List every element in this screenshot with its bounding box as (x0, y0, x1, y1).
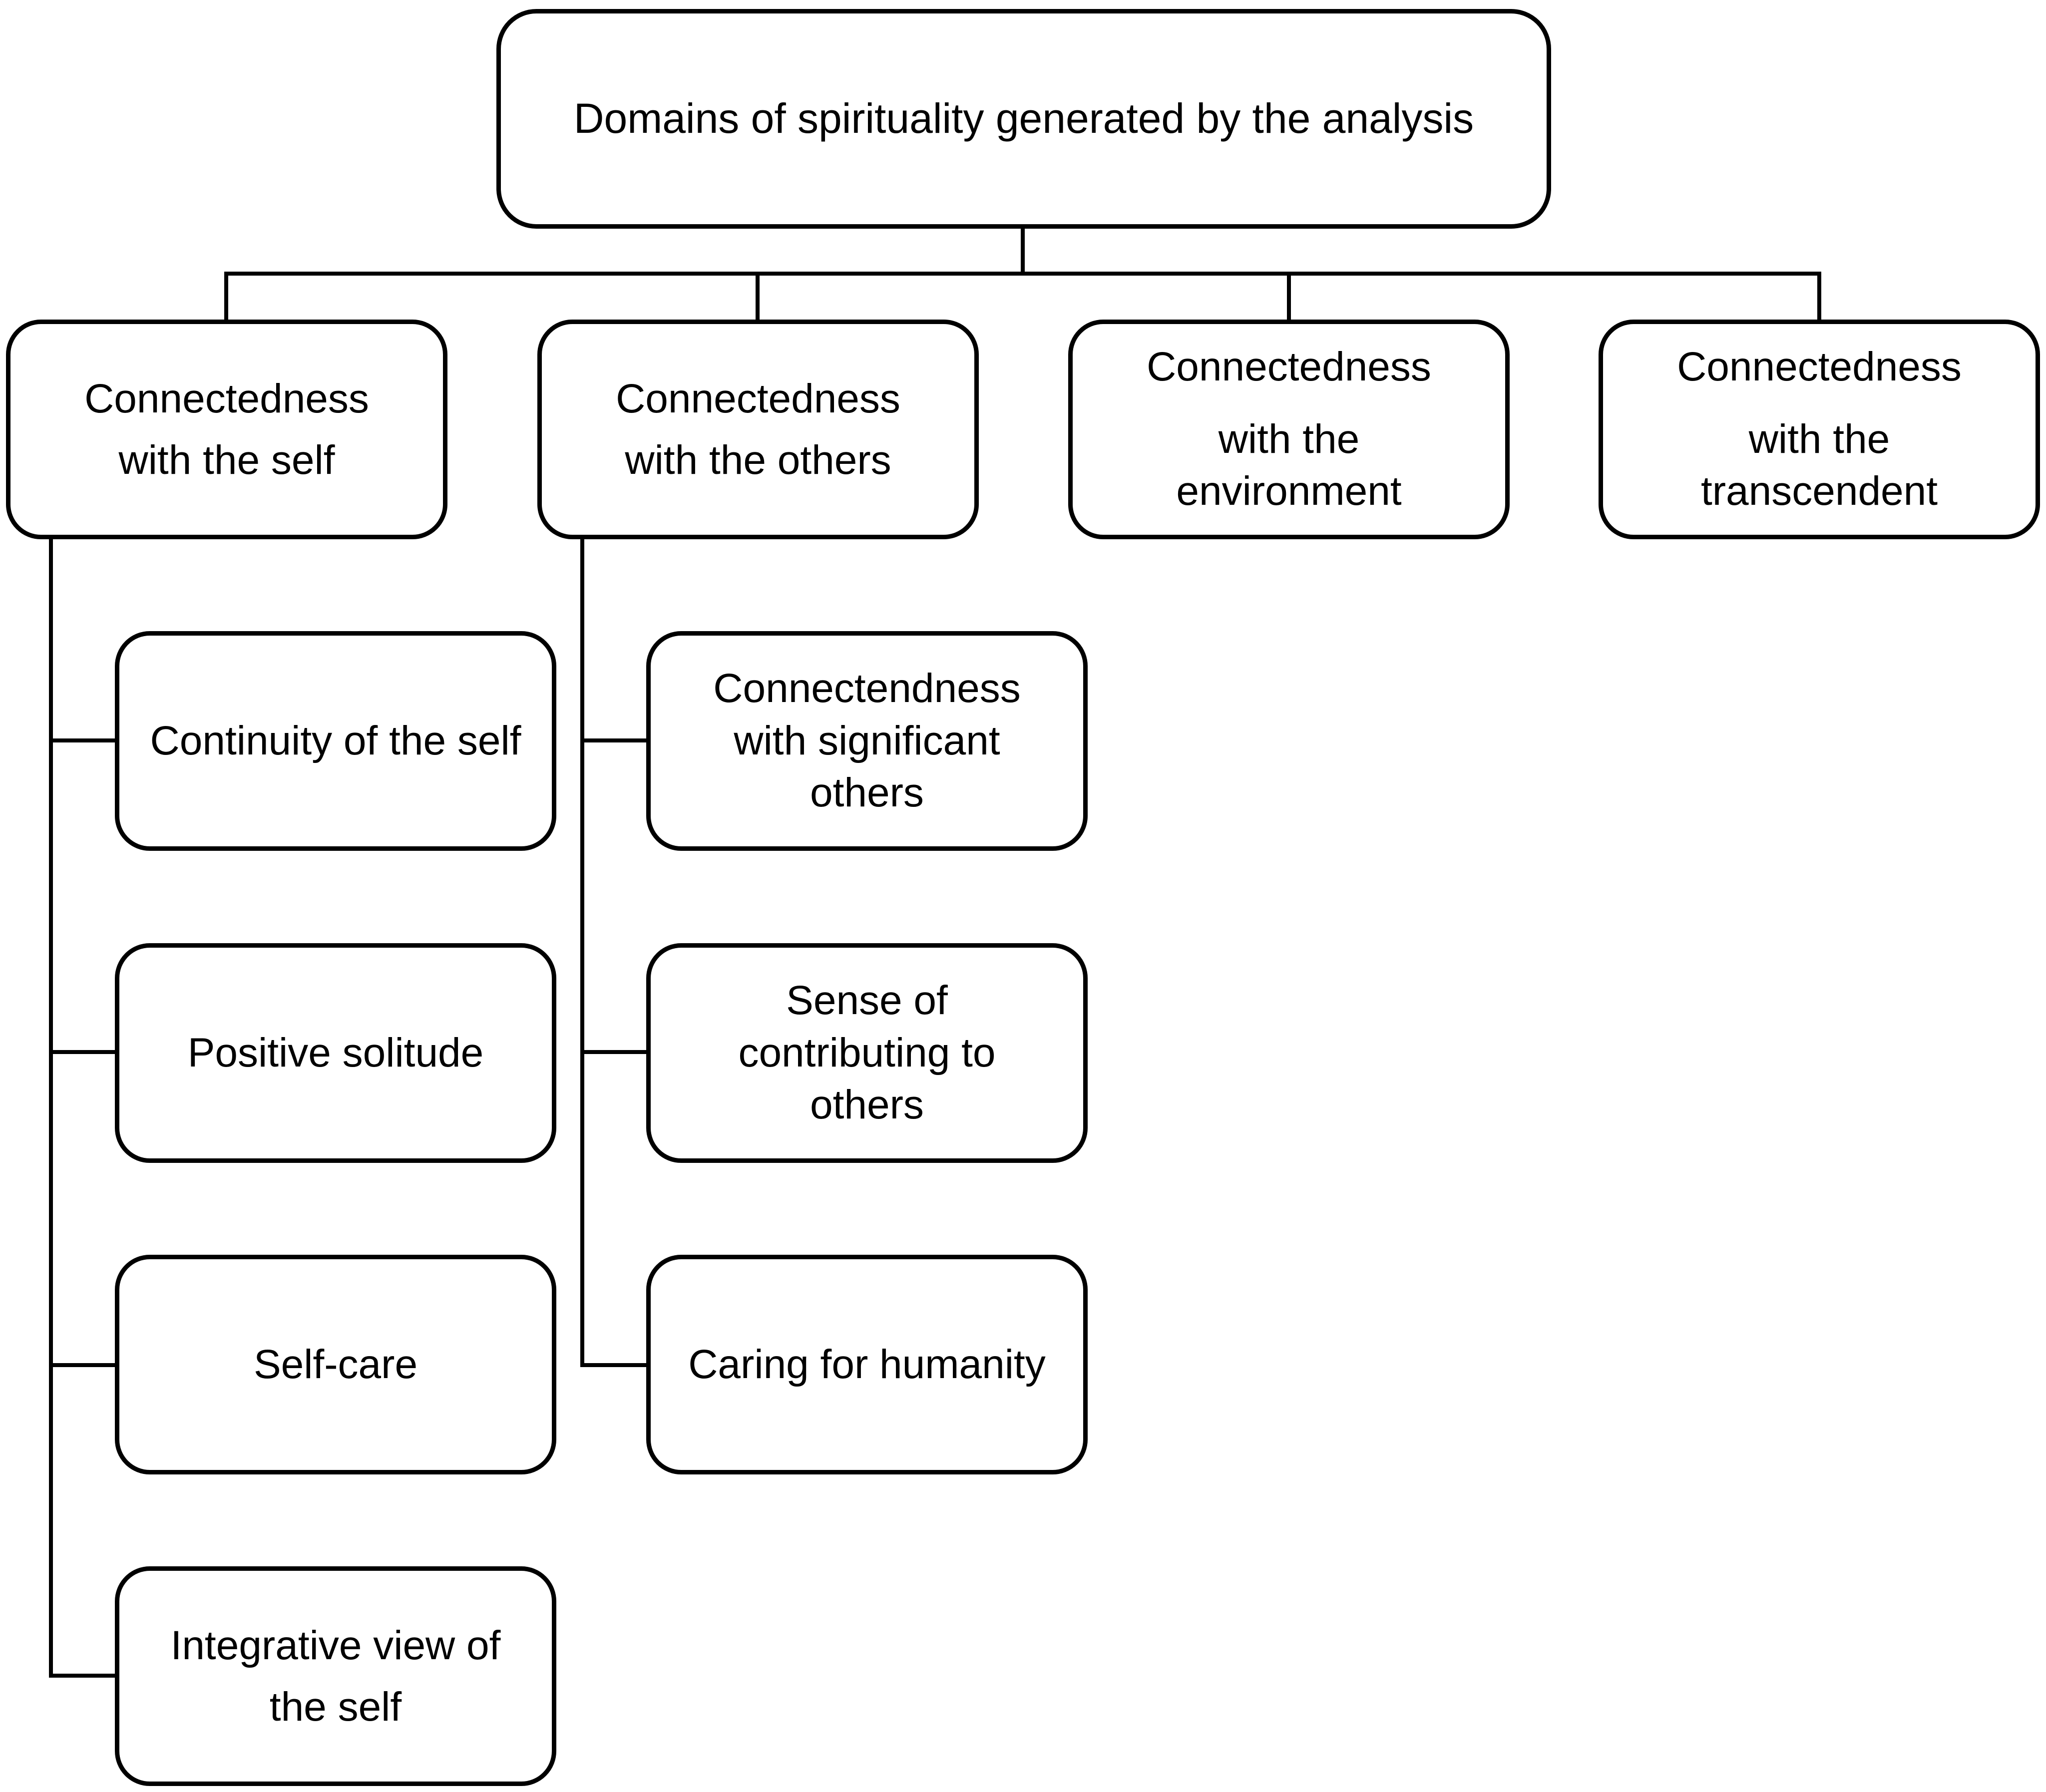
subdomain-solitude-label: Positive solitude (187, 1030, 484, 1075)
domain-self-node: Connectedness with the self (6, 320, 447, 539)
subdomain-humanity-node: Caring for humanity (646, 1255, 1088, 1474)
domain-environment-node: Connectedness with the environment (1068, 320, 1510, 539)
domain-transcendent-line-3: transcendent (1700, 468, 1938, 514)
root-label: Domains of spirituality generated by the… (573, 95, 1474, 142)
domain-self-line-1: Connectedness (84, 376, 369, 421)
subdomain-contributing-node: Sense of contributing to others (646, 943, 1088, 1163)
subdomain-significant-line-2: with significant (734, 717, 1000, 763)
subdomain-significant-text: Connectendness with significant others (713, 663, 1020, 820)
subdomain-contributing-text: Sense of contributing to others (738, 975, 995, 1132)
domain-others-line-2: with the others (625, 437, 891, 483)
domain-transcendent-text: Connectedness with the transcendent (1677, 341, 1962, 518)
subdomain-contributing-line-3: others (810, 1082, 924, 1128)
subdomain-integrative-line-2: the self (269, 1684, 402, 1730)
domain-transcendent-line-2: with the (1748, 416, 1890, 462)
subdomain-selfcare-node: Self-care (115, 1255, 556, 1474)
subdomain-significant-line-1: Connectendness (713, 665, 1021, 711)
subdomain-significant-node: Connectendness with significant others (646, 631, 1088, 851)
domain-transcendent-node: Connectedness with the transcendent (1599, 320, 2040, 539)
domain-environment-text: Connectedness with the environment (1147, 341, 1431, 518)
root-node: Domains of spirituality generated by the… (496, 9, 1551, 229)
domain-others-text: Connectedness with the others (616, 368, 900, 491)
domain-self-line-2: with the self (118, 437, 335, 483)
domain-others-line-1: Connectedness (616, 376, 900, 421)
subdomain-solitude-node: Positive solitude (115, 943, 556, 1163)
subdomain-contributing-line-2: contributing to (738, 1030, 996, 1075)
subdomain-contributing-line-1: Sense of (786, 977, 948, 1023)
domain-others-node: Connectedness with the others (537, 320, 979, 539)
domain-transcendent-line-1: Connectedness (1677, 344, 1962, 389)
domain-self-text: Connectedness with the self (84, 368, 369, 491)
subdomain-humanity-label: Caring for humanity (688, 1341, 1046, 1387)
domain-environment-line-1: Connectedness (1147, 344, 1431, 389)
subdomain-integrative-node: Integrative view of the self (115, 1566, 556, 1786)
subdomain-integrative-text: Integrative view of the self (171, 1615, 501, 1738)
subdomain-integrative-line-1: Integrative view of (170, 1623, 501, 1668)
domain-environment-line-2: with the (1218, 416, 1360, 462)
subdomain-selfcare-label: Self-care (253, 1341, 418, 1387)
subdomain-continuity-label: Continuity of the self (150, 717, 521, 763)
subdomain-significant-line-3: others (810, 770, 924, 816)
domain-environment-line-3: environment (1176, 468, 1402, 514)
subdomain-continuity-node: Continuity of the self (115, 631, 556, 851)
